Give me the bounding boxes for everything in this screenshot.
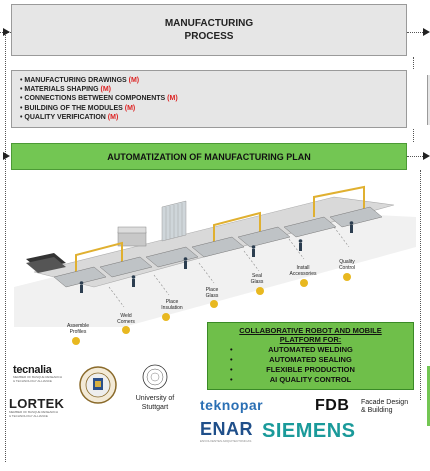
steps-list: • MANUFACTURING DRAWINGS (M) • MATERIALS… (20, 76, 406, 122)
list-item: • QUALITY VERIFICATION (M) (20, 113, 119, 121)
list-item: AUTOMATED WELDING (208, 345, 413, 355)
tecnalia-logo: tecnalia MEMBER OF BASQUE RESEARCH & TEC… (13, 364, 73, 390)
gantries (75, 185, 365, 279)
glass-rack (161, 200, 187, 242)
edge-fragment (427, 75, 430, 125)
header-line-2: PROCESS (184, 31, 234, 42)
lortek-name: LORTEK (9, 396, 65, 411)
work-tables (53, 206, 383, 288)
lortek-logo: LORTEK MEMBER OF BASQUE RESEARCH & TECHN… (9, 396, 71, 422)
station-label: Glass (251, 279, 264, 285)
list-item: • BUILDING OF THE MODULES (M) (20, 104, 136, 112)
connector-line (420, 170, 421, 400)
enar-name: ENAR (200, 419, 254, 439)
station-label: Accessories (290, 271, 317, 277)
station-label: Profiles (70, 329, 87, 335)
fdb-subtitle: Facade Design & Building (361, 399, 409, 414)
robot-icons (72, 273, 351, 345)
robot-platform-box: COLLABORATIVE ROBOT AND MOBILE PLATFORM … (207, 322, 414, 390)
tecnalia-name: tecnalia (13, 364, 52, 376)
floor (14, 212, 416, 327)
station-label: Assemble (67, 323, 89, 329)
arrow-right-icon (3, 152, 10, 160)
connector-line (407, 32, 423, 33)
station-label: Place (206, 287, 219, 293)
connector-line (413, 57, 414, 69)
teknopar-logo: teknopar (200, 397, 264, 413)
station-separators (108, 226, 350, 308)
list-item: • CONNECTIONS BETWEEN COMPONENTS (M) (20, 95, 178, 103)
arrow-right-icon (423, 28, 430, 36)
connector-line (5, 32, 6, 462)
station-label: Quality (339, 259, 355, 265)
connector-line (407, 156, 423, 157)
workers (79, 221, 354, 293)
list-item: FLEXIBLE PRODUCTION (208, 365, 413, 375)
manufacturing-line-illustration: Assemble Profiles Weld Corners Place Ins… (14, 185, 416, 345)
station-label: Seal (252, 273, 262, 279)
edge-fragment (427, 366, 430, 426)
list-item: AUTOMATED SEALING (208, 355, 413, 365)
plan-title: AUTOMATIZATION OF MANUFACTURING PLAN (107, 151, 311, 162)
robot-platform-title: COLLABORATIVE ROBOT AND MOBILE PLATFORM … (239, 326, 382, 344)
process-header: MANUFACTURING PROCESS (11, 4, 407, 56)
enar-logo: ENAR ENVOLVENTES ARQUITECTONICAS (200, 419, 253, 443)
arrow-right-icon (3, 28, 10, 36)
robot-platform-list: AUTOMATED WELDING AUTOMATED SEALING FLEX… (208, 345, 413, 385)
university-seal-icon (79, 366, 117, 404)
stuttgart-emblem-icon (142, 364, 168, 390)
station-label: Control (339, 265, 355, 271)
list-item: • MATERIALS SHAPING (M) (20, 86, 112, 94)
station-label: Glass (206, 293, 219, 299)
enar-subtitle: ENVOLVENTES ARQUITECTONICAS (200, 439, 252, 443)
stuttgart-logo: University of Stuttgart (128, 364, 182, 412)
steps-list-box: • MANUFACTURING DRAWINGS (M) • MATERIALS… (11, 70, 407, 128)
insulation-stack (117, 226, 147, 247)
fdb-logo: FDB Facade Design & Building (315, 397, 408, 415)
profile-stack (26, 253, 66, 273)
list-item: AI QUALITY CONTROL (208, 375, 413, 385)
header-line-1: MANUFACTURING (164, 18, 254, 29)
list-item: • MANUFACTURING DRAWINGS (M) (20, 77, 140, 84)
fdb-name: FDB (315, 397, 350, 414)
station-label: Place (166, 299, 179, 305)
arrow-right-icon (423, 152, 430, 160)
station-label: Corners (117, 319, 135, 325)
plan-title-bar: AUTOMATIZATION OF MANUFACTURING PLAN (11, 143, 407, 170)
station-label: Install (296, 265, 309, 271)
connector-line (413, 129, 414, 142)
siemens-logo: SIEMENS (262, 420, 356, 442)
station-label: Weld (120, 313, 132, 319)
station-labels: Assemble Profiles Weld Corners Place Ins… (67, 259, 355, 335)
station-label: Insulation (161, 305, 183, 311)
